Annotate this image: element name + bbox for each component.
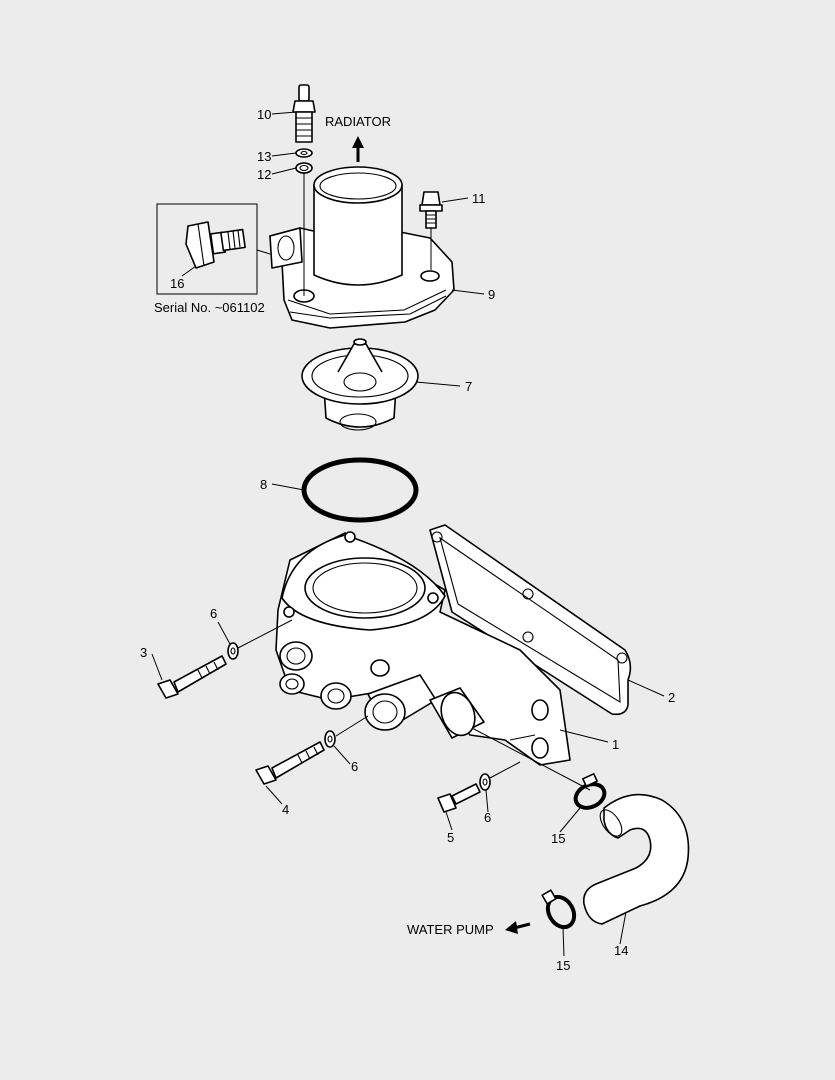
callout-2: 2 (668, 690, 675, 705)
bolt-5-alignment-line (489, 761, 521, 779)
water-pump-direction-arrow (505, 921, 531, 934)
serial-number-note: Serial No. ~061102 (154, 300, 265, 315)
callout-12: 12 (257, 167, 271, 182)
bolt-4-alignment-line (335, 715, 369, 737)
callout-6-lower: 6 (484, 810, 491, 825)
part-8-o-ring (301, 457, 419, 523)
part-2-gasket (429, 524, 632, 716)
callout-4: 4 (282, 802, 289, 817)
callout-1: 1 (612, 737, 619, 752)
callout-15-lower: 15 (556, 958, 570, 973)
callout-10: 10 (257, 107, 271, 122)
part-13-washer (295, 148, 313, 158)
part-11-bolt (419, 191, 443, 229)
callout-16: 16 (170, 276, 184, 291)
part-1-thermostat-housing (275, 531, 571, 766)
part-14-hose (582, 793, 690, 925)
part-6-washer-a (227, 642, 239, 660)
callout-15-upper: 15 (551, 831, 565, 846)
callout-7: 7 (465, 379, 472, 394)
pipe-alignment-line (471, 727, 591, 791)
callout-8: 8 (260, 477, 267, 492)
radiator-direction-arrow (352, 136, 364, 162)
callout-5: 5 (447, 830, 454, 845)
callout-numbers: 10 13 12 11 9 16 7 8 2 1 3 6 4 6 5 6 15 … (140, 107, 675, 973)
part-9-thermostat-cover (269, 166, 455, 329)
part-16-fitting (185, 221, 246, 269)
part-15-clamp-upper (573, 773, 607, 810)
part-3-bolt (157, 655, 227, 699)
radiator-label: RADIATOR (325, 114, 391, 129)
part-12-seal-ring (295, 162, 313, 174)
bolt-3-alignment-line (237, 619, 293, 649)
callout-13: 13 (257, 149, 271, 164)
part-5-bolt (437, 783, 481, 813)
part-10-stud (292, 84, 316, 143)
part-6-washer-c (479, 773, 491, 791)
callout-leader-lines (151, 111, 665, 957)
callout-14: 14 (614, 943, 628, 958)
callout-6-middle: 6 (351, 759, 358, 774)
callout-9: 9 (488, 287, 495, 302)
part-15-clamp-lower (541, 889, 577, 930)
callout-11: 11 (472, 191, 486, 206)
part-7-thermostat (301, 338, 419, 431)
part-16-inset-box (156, 203, 271, 295)
callout-3: 3 (140, 645, 147, 660)
part-6-washer-b (324, 730, 336, 748)
callout-6-upper: 6 (210, 606, 217, 621)
part-4-bolt (255, 741, 325, 785)
water-pump-label: WATER PUMP (407, 922, 494, 937)
